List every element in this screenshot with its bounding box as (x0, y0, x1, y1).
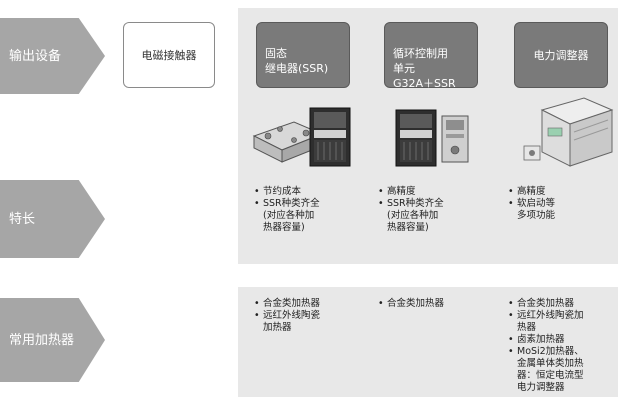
g32a-product-image (395, 109, 469, 167)
row-label-heaters-text: 常用加热器 (9, 332, 75, 348)
features-list-ssr: 节约成本 SSR种类齐全 (对应各种加 热器容量) (254, 186, 348, 234)
device-power-label: 电力调整器 (533, 48, 589, 62)
heater-item: 卤素加热器 (508, 334, 614, 346)
heater-item: 远红外线陶瓷 加热器 (254, 310, 364, 334)
row-label-output-text: 输出设备 (9, 48, 62, 64)
device-contactor-label: 电磁接触器 (141, 49, 197, 62)
device-g32a-label: 循环控制用 单元 G32A＋SSR (393, 47, 456, 90)
power-regulator-product-image (523, 97, 614, 167)
feature-item: SSR种类齐全 (对应各种加 热器容量) (254, 198, 348, 234)
ssr-product-image (252, 107, 351, 167)
device-ssr-label: 固态 继电器(SSR) (265, 47, 329, 75)
row-label-features: 特长 (0, 180, 105, 258)
row-label-heaters: 常用加热器 (0, 298, 105, 382)
heaters-list-ssr: 合金类加热器 远红外线陶瓷 加热器 (254, 298, 364, 334)
heater-item: 合金类加热器 (254, 298, 364, 310)
feature-item: 节约成本 (254, 186, 348, 198)
features-list-power: 高精度 软启动等 多项功能 (508, 186, 608, 222)
device-power-regulator: 电力调整器 (514, 22, 608, 88)
features-list-g32a: 高精度 SSR种类齐全 (对应各种加 热器容量) (378, 186, 478, 234)
device-ssr: 固态 继电器(SSR) (256, 22, 350, 88)
heater-item: 合金类加热器 (378, 298, 488, 310)
feature-item: 软启动等 多项功能 (508, 198, 608, 222)
device-contactor: 电磁接触器 (123, 22, 215, 88)
row-label-features-text: 特长 (9, 211, 36, 227)
heaters-list-g32a: 合金类加热器 (378, 298, 488, 310)
heater-item: 合金类加热器 (508, 298, 614, 310)
heater-item: MoSi2加热器、 金属单体类加热 器：恒定电流型 电力调整器 (508, 346, 614, 394)
feature-item: 高精度 (508, 186, 608, 198)
feature-item: 高精度 (378, 186, 478, 198)
device-g32a: 循环控制用 单元 G32A＋SSR (384, 22, 478, 90)
heater-item: 远红外线陶瓷加 热器 (508, 310, 614, 334)
feature-item: SSR种类齐全 (对应各种加 热器容量) (378, 198, 478, 234)
heaters-list-power: 合金类加热器 远红外线陶瓷加 热器 卤素加热器 MoSi2加热器、 金属单体类加… (508, 298, 614, 394)
row-label-output-devices: 输出设备 (0, 18, 105, 94)
